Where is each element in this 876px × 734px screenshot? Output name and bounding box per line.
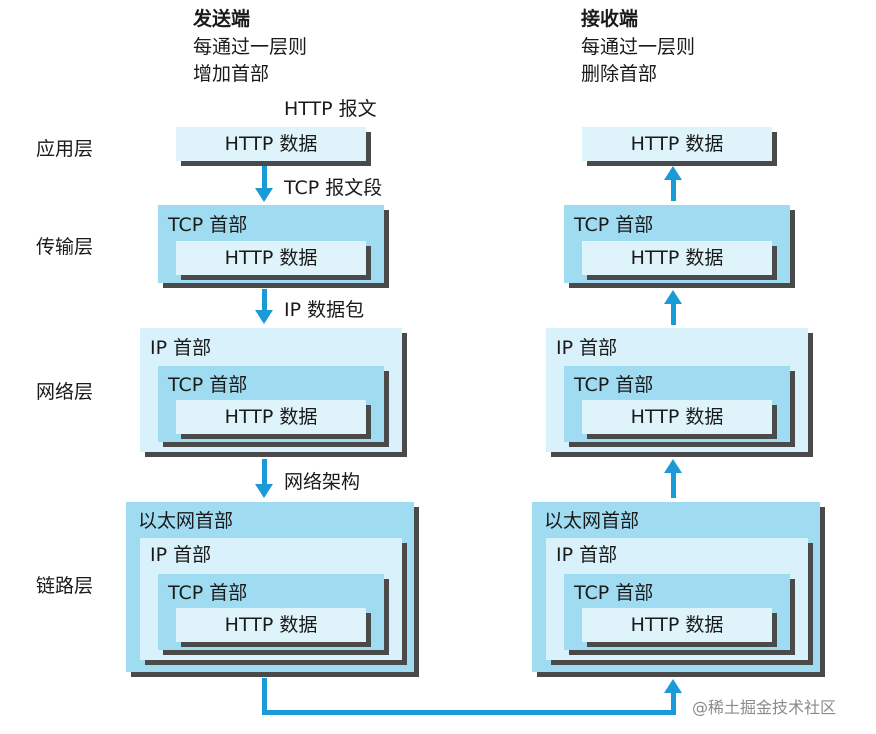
http-data-box: HTTP 数据 bbox=[176, 608, 366, 642]
ip-packet-box: IP 首部 TCP 首部 HTTP 数据 bbox=[546, 538, 808, 660]
tcp-segment-box: TCP 首部 HTTP 数据 bbox=[158, 574, 384, 650]
tcp-header-label: TCP 首部 bbox=[168, 214, 248, 236]
sender-app-http-data: HTTP 数据 bbox=[176, 127, 366, 161]
layer-application-label: 应用层 bbox=[36, 138, 94, 160]
watermark: @稀土掘金技术社区 bbox=[692, 698, 837, 717]
http-data-box: HTTP 数据 bbox=[176, 241, 366, 275]
unit-ip-packet: IP 数据包 bbox=[284, 299, 365, 321]
ip-header-label: IP 首部 bbox=[556, 337, 618, 359]
eth-header-label: 以太网首部 bbox=[544, 510, 640, 532]
layer-transport-label: 传输层 bbox=[36, 236, 94, 258]
tcp-header-label: TCP 首部 bbox=[168, 582, 248, 604]
sender-title: 发送端 bbox=[193, 8, 251, 30]
http-data-label: HTTP 数据 bbox=[224, 406, 318, 428]
ip-header-label: IP 首部 bbox=[556, 544, 618, 566]
http-data-label: HTTP 数据 bbox=[224, 247, 318, 269]
http-data-label: HTTP 数据 bbox=[630, 247, 724, 269]
tcp-header-label: TCP 首部 bbox=[574, 582, 654, 604]
tcp-header-label: TCP 首部 bbox=[574, 374, 654, 396]
receiver-network-ip-packet: IP 首部 TCP 首部 HTTP 数据 bbox=[546, 328, 808, 452]
sender-note-line2: 增加首部 bbox=[193, 63, 270, 85]
sender-transport-tcp-segment: TCP 首部 HTTP 数据 bbox=[158, 205, 384, 283]
http-data-box: HTTP 数据 bbox=[582, 400, 772, 434]
unit-tcp-segment: TCP 报文段 bbox=[284, 177, 383, 199]
http-data-box: HTTP 数据 bbox=[582, 608, 772, 642]
sender-link-ethernet-frame: 以太网首部 IP 首部 TCP 首部 HTTP 数据 bbox=[126, 502, 414, 672]
receiver-note-line2: 删除首部 bbox=[581, 63, 658, 85]
unit-http-message: HTTP 报文 bbox=[284, 98, 377, 120]
receiver-title: 接收端 bbox=[581, 8, 639, 30]
http-data-label: HTTP 数据 bbox=[630, 133, 724, 155]
tcp-header-label: TCP 首部 bbox=[574, 214, 654, 236]
http-data-box: HTTP 数据 bbox=[176, 400, 366, 434]
ip-packet-box: IP 首部 TCP 首部 HTTP 数据 bbox=[140, 538, 402, 660]
layer-link-label: 链路层 bbox=[36, 575, 94, 597]
http-data-label: HTTP 数据 bbox=[224, 133, 318, 155]
receiver-note-line1: 每通过一层则 bbox=[581, 36, 696, 58]
sender-network-ip-packet: IP 首部 TCP 首部 HTTP 数据 bbox=[140, 328, 402, 452]
layer-network-label: 网络层 bbox=[36, 381, 94, 403]
tcp-segment-box: TCP 首部 HTTP 数据 bbox=[564, 366, 790, 442]
tcp-segment-box: TCP 首部 HTTP 数据 bbox=[564, 574, 790, 650]
http-data-label: HTTP 数据 bbox=[224, 614, 318, 636]
unit-network-frame: 网络架构 bbox=[284, 471, 361, 493]
http-data-box: HTTP 数据 bbox=[582, 241, 772, 275]
sender-note-line1: 每通过一层则 bbox=[193, 36, 308, 58]
eth-header-label: 以太网首部 bbox=[138, 510, 234, 532]
receiver-app-http-data: HTTP 数据 bbox=[582, 127, 772, 161]
tcp-header-label: TCP 首部 bbox=[168, 374, 248, 396]
ip-header-label: IP 首部 bbox=[150, 337, 212, 359]
receiver-transport-tcp-segment: TCP 首部 HTTP 数据 bbox=[564, 205, 790, 283]
tcp-segment-box: TCP 首部 HTTP 数据 bbox=[158, 366, 384, 442]
http-data-label: HTTP 数据 bbox=[630, 614, 724, 636]
ip-header-label: IP 首部 bbox=[150, 544, 212, 566]
receiver-link-ethernet-frame: 以太网首部 IP 首部 TCP 首部 HTTP 数据 bbox=[532, 502, 820, 672]
http-data-label: HTTP 数据 bbox=[630, 406, 724, 428]
